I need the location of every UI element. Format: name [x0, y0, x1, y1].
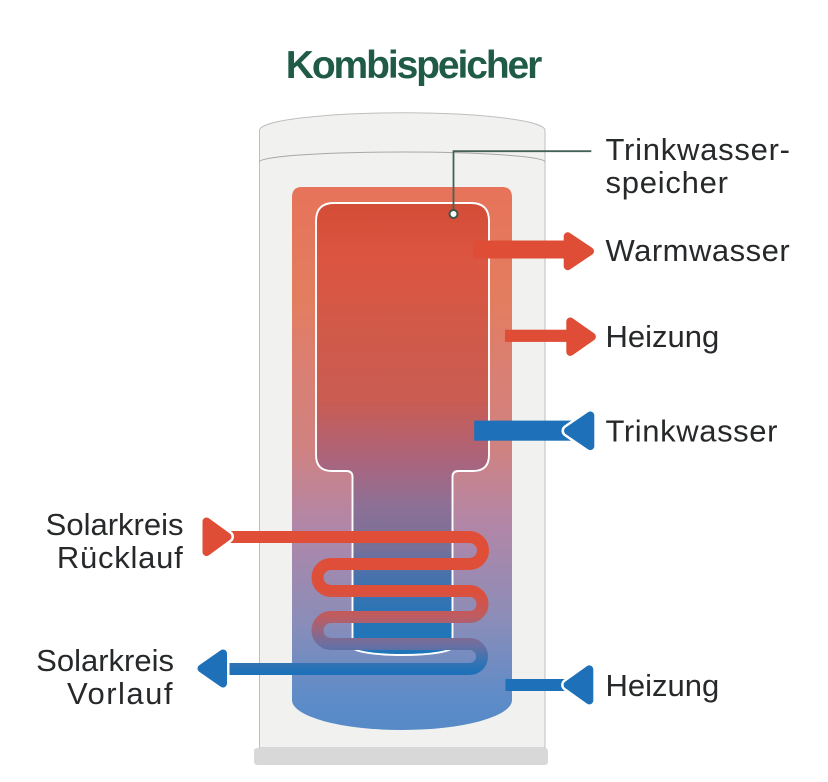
- svg-text:Rücklauf: Rücklauf: [57, 540, 184, 575]
- svg-text:Kombispeicher: Kombispeicher: [286, 44, 542, 87]
- svg-text:Heizung: Heizung: [606, 668, 720, 703]
- svg-text:Vorlauf: Vorlauf: [67, 676, 174, 711]
- svg-text:speicher: speicher: [606, 165, 729, 200]
- svg-text:Warmwasser: Warmwasser: [606, 233, 791, 268]
- svg-text:Heizung: Heizung: [606, 319, 720, 354]
- svg-text:Solarkreis: Solarkreis: [46, 507, 184, 542]
- svg-text:Solarkreis: Solarkreis: [36, 643, 174, 678]
- svg-text:Trinkwasser: Trinkwasser: [606, 414, 779, 449]
- svg-text:Trinkwasser-: Trinkwasser-: [606, 132, 791, 167]
